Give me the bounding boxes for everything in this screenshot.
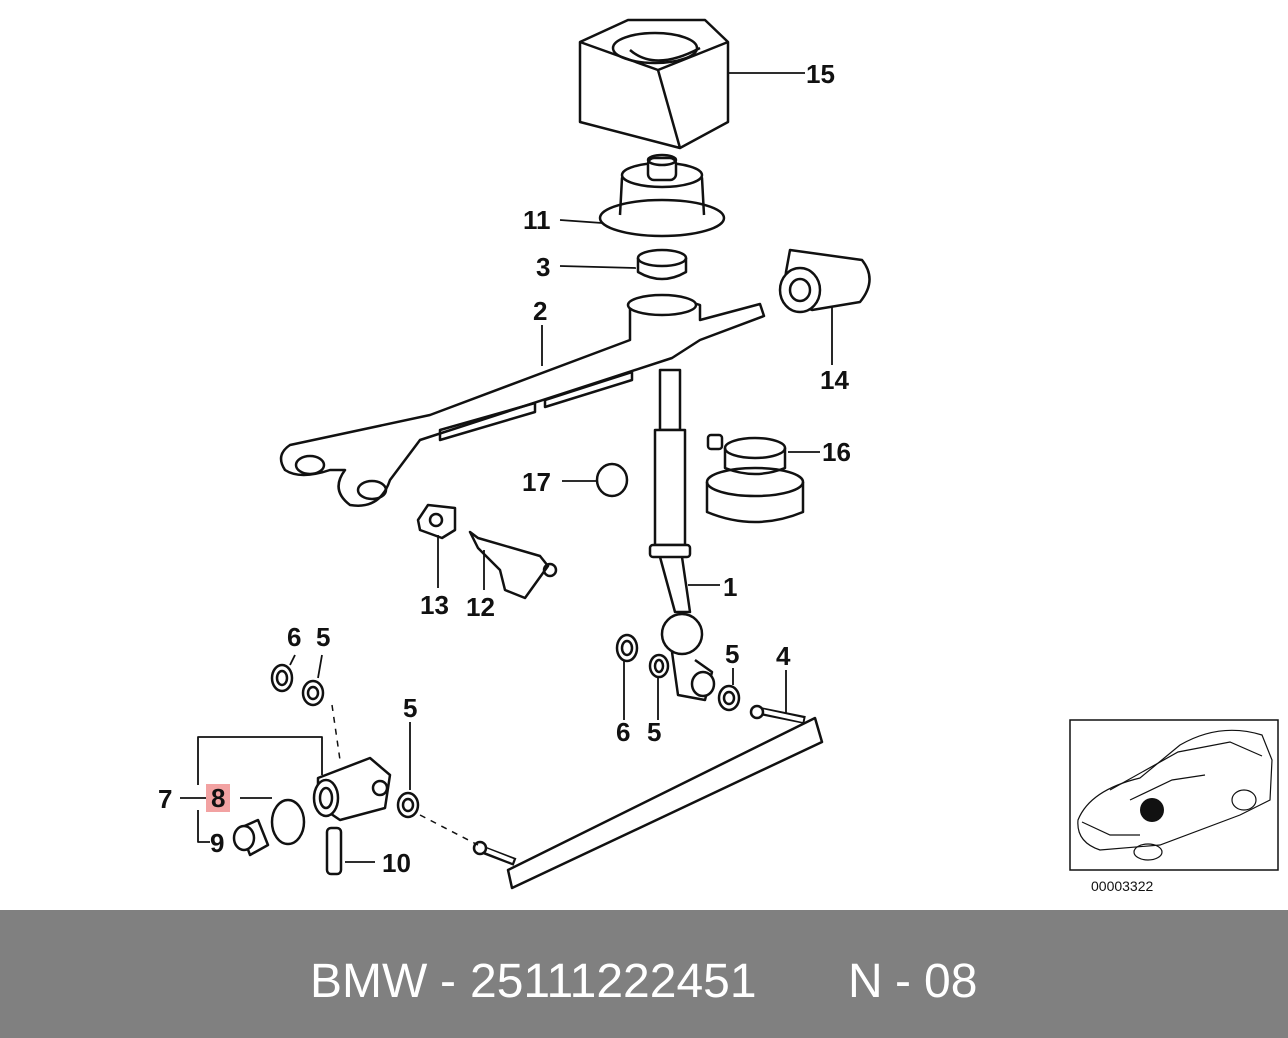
callout-15: 15 — [806, 59, 835, 89]
leader-lines — [180, 72, 833, 863]
footer-dash-1: - — [440, 955, 456, 1008]
reference-code: 00003322 — [1091, 878, 1154, 894]
callout-13: 13 — [420, 590, 449, 620]
part-15-boot-cover — [578, 18, 730, 150]
callout-5-left: 5 — [316, 622, 331, 652]
callout-17: 17 — [522, 467, 551, 497]
part-8-ring — [270, 798, 306, 846]
callout-7: 7 — [158, 784, 173, 814]
callout-1: 1 — [723, 572, 738, 602]
callout-2: 2 — [533, 296, 548, 326]
part-7-joint — [312, 756, 392, 822]
washers-left — [270, 663, 420, 819]
part-17-plug — [595, 462, 629, 498]
callout-10: 10 — [382, 848, 411, 878]
footer-brand: BMW — [310, 955, 428, 1008]
part-9-sleeve — [232, 818, 270, 857]
part-14-bushing — [778, 248, 871, 314]
callout-14: 14 — [820, 365, 849, 395]
footer-position-number: 08 — [924, 955, 978, 1008]
diagram-drawing — [180, 18, 1279, 890]
callout-5-right-top: 5 — [725, 639, 740, 669]
callout-8-highlighted: 8 — [206, 784, 231, 812]
footer-dash-2: - — [895, 955, 911, 1008]
callout-4: 4 — [776, 641, 791, 671]
callout-12: 12 — [466, 592, 495, 622]
footer-part-number: 25111222451 — [470, 955, 757, 1008]
callout-11: 11 — [523, 205, 551, 235]
part-10-pin — [325, 826, 343, 876]
callout-9: 9 — [210, 828, 225, 858]
washers-right — [615, 633, 741, 712]
callout-3: 3 — [536, 252, 551, 282]
callout-6-left: 6 — [287, 622, 302, 652]
part-4-shift-rod — [419, 704, 824, 890]
callout-5-middle: 5 — [403, 693, 418, 723]
footer-position-prefix: N — [848, 955, 883, 1008]
parts-diagram: 15 11 3 2 14 16 17 1 13 12 6 5 5 4 5 6 5… — [158, 18, 1279, 894]
callout-6-right: 6 — [616, 717, 631, 747]
part-11-rubber-boot — [598, 153, 726, 238]
part-2-shift-console — [279, 293, 766, 507]
footer-bar: BMW - 25111222451 N - 08 — [0, 910, 1288, 1038]
part-16-bearing — [705, 433, 805, 524]
part-13-clip — [416, 503, 457, 540]
part-12-bracket — [468, 530, 558, 600]
callout-5-right-bottom: 5 — [647, 717, 662, 747]
callout-16: 16 — [822, 437, 851, 467]
part-3-ring — [636, 248, 688, 281]
part-1-shift-lever — [648, 368, 716, 702]
car-location-inset — [1069, 719, 1279, 871]
